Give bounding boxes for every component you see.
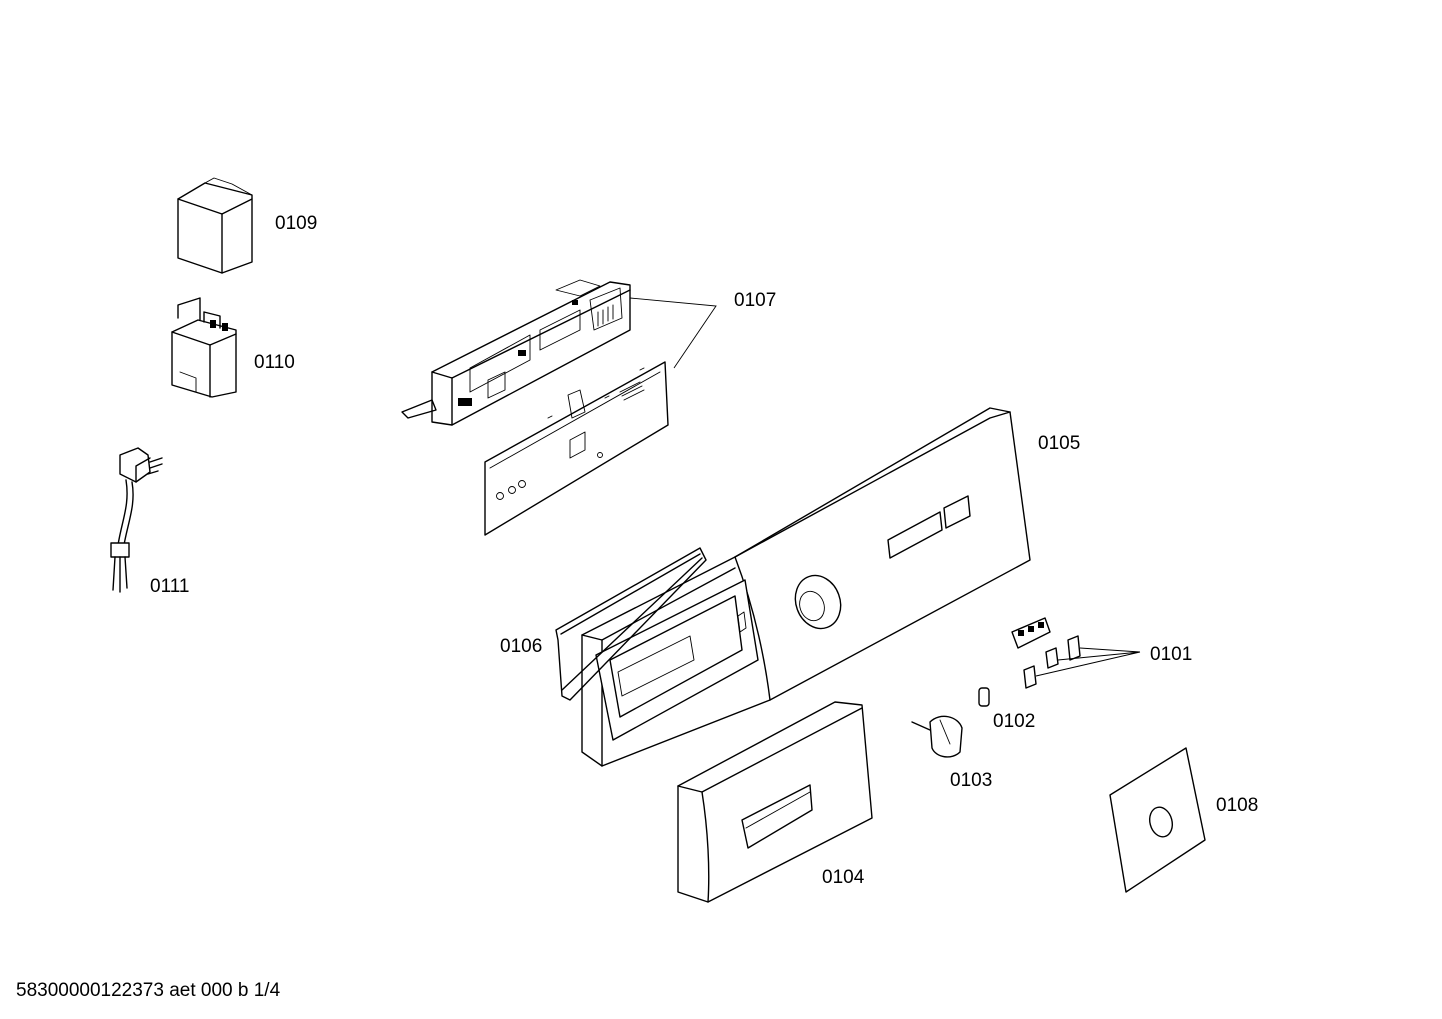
label-0108: 0108 [1216, 795, 1258, 816]
label-0110: 0110 [254, 352, 295, 373]
label-0104: 0104 [822, 867, 865, 888]
label-0109: 0109 [275, 213, 317, 234]
part-0107-control-module [401, 279, 631, 426]
label-0103: 0103 [950, 770, 992, 791]
label-0106: 0106 [500, 636, 542, 657]
part-0107-circuit-board [484, 361, 669, 536]
document-reference-footer: 58300000122373 aet 000 b 1/4 [16, 980, 281, 1001]
part-0111-mains-cable [110, 447, 163, 593]
part-0108-label-sheet [1109, 747, 1206, 893]
part-0102-button [978, 687, 990, 707]
part-0110-suppressor [171, 297, 237, 398]
label-0101: 0101 [1150, 644, 1192, 665]
label-0107: 0107 [734, 290, 776, 311]
part-0109-cover-box [177, 177, 253, 274]
part-0104-drawer-front [677, 701, 873, 903]
part-0101-switch-contacts [1011, 617, 1081, 689]
part-0105-control-panel [581, 407, 1031, 767]
part-0106-gasket [555, 547, 707, 701]
part-0103-knob [911, 715, 963, 758]
label-0105: 0105 [1038, 433, 1080, 454]
label-0111: 0111 [150, 576, 189, 597]
leader-lines [629, 297, 1141, 677]
label-0102: 0102 [993, 711, 1035, 732]
